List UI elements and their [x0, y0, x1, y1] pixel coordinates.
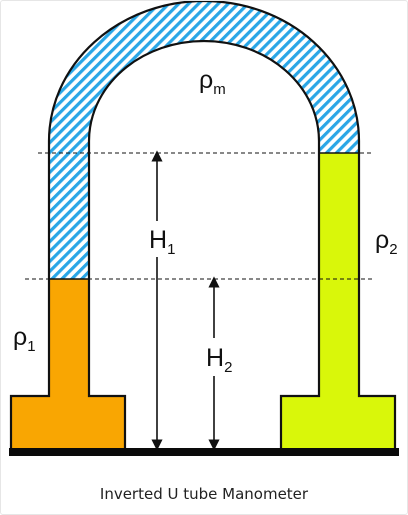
h1-label: H1	[149, 226, 175, 258]
tube-outline-outer	[9, 1, 397, 450]
rho-m-label: ρm	[199, 66, 226, 98]
tube-outline-inner	[87, 39, 321, 450]
fluid-1-column	[49, 279, 89, 397]
base-line	[9, 448, 399, 456]
fluid-1-reservoir	[11, 396, 125, 450]
manometer-fluid-region	[49, 1, 359, 279]
manometer-diagram: ρm ρ1 ρ2 H1 H2	[9, 1, 399, 456]
h2-label: H2	[206, 344, 232, 376]
figure-caption: Inverted U tube Manometer	[99, 485, 309, 503]
fluid-2-reservoir	[281, 396, 395, 450]
rho-1-label: ρ1	[13, 323, 36, 355]
rho-2-label: ρ2	[375, 226, 398, 258]
h1-label-gap	[147, 221, 173, 257]
h2-label-gap	[204, 338, 234, 376]
fluid-2-column	[319, 153, 359, 397]
